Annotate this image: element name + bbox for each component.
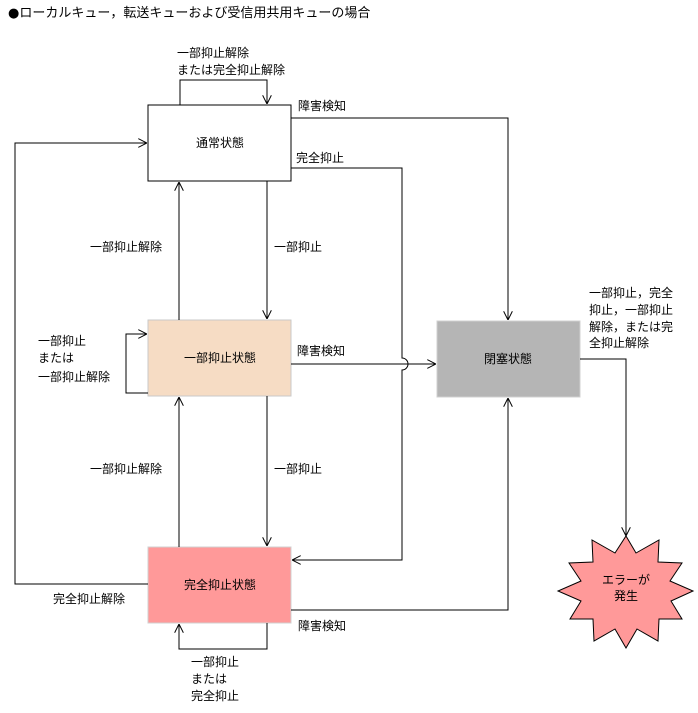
closed-to-error-label-line4: 全抑止解除 <box>589 335 649 350</box>
normal-to-closed-arrow <box>291 117 508 320</box>
full-self-loop-label-line3: 完全抑止 <box>191 688 239 703</box>
closed-to-error-label-line1: 一部抑止，完全 <box>589 285 673 300</box>
partial-to-full-label: 一部抑止 <box>274 461 322 476</box>
partial-to-normal-label: 一部抑止解除 <box>90 239 162 254</box>
full-state-box <box>147 546 292 624</box>
partial-to-closed-label: 障害検知 <box>297 343 345 358</box>
closed-state-label: 閉塞状態 <box>484 351 532 366</box>
normal-to-full-label: 完全抑止 <box>296 150 344 165</box>
partial-self-loop-arrow <box>125 334 148 394</box>
normal-self-loop-arrow <box>179 79 267 105</box>
full-to-closed-arrow <box>291 398 508 611</box>
full-self-loop-arrow <box>179 623 268 650</box>
partial-state-label: 一部抑止状態 <box>184 350 256 365</box>
normal-state-box <box>147 104 292 182</box>
closed-to-error-label-line2: 抑止，一部抑止 <box>589 302 673 317</box>
error-burst-shape <box>556 535 695 649</box>
full-to-normal-label: 完全抑止解除 <box>53 591 125 606</box>
full-self-loop-label-line2: または <box>191 672 227 686</box>
error-label-line1: エラーが <box>602 572 650 587</box>
full-self-loop-label-line1: 一部抑止 <box>191 654 239 669</box>
closed-state-box <box>436 320 581 398</box>
partial-self-loop-label-line2: または <box>38 351 74 365</box>
normal-self-loop-label-line2: または完全抑止解除 <box>177 62 285 77</box>
normal-self-loop-label-line1: 一部抑止解除 <box>177 45 249 60</box>
error-label-line2: 発生 <box>614 589 638 603</box>
normal-state-label: 通常状態 <box>196 135 244 150</box>
partial-self-loop-label-line3: 一部抑止解除 <box>38 369 110 384</box>
closed-to-error-label-line3: 解除，または完 <box>589 319 673 334</box>
full-to-partial-label: 一部抑止解除 <box>90 461 162 476</box>
full-state-label: 完全抑止状態 <box>184 577 256 592</box>
full-to-normal-arrow <box>14 143 148 585</box>
diagram-title: ●ローカルキュー，転送キューおよび受信用共用キューの場合 <box>8 6 370 21</box>
partial-self-loop-label-line1: 一部抑止 <box>38 333 86 348</box>
normal-to-partial-label: 一部抑止 <box>274 239 322 254</box>
closed-to-error-arrow <box>580 358 626 536</box>
partial-state-box <box>147 319 292 397</box>
full-to-closed-label: 障害検知 <box>298 618 346 633</box>
normal-to-closed-label: 障害検知 <box>298 98 346 113</box>
